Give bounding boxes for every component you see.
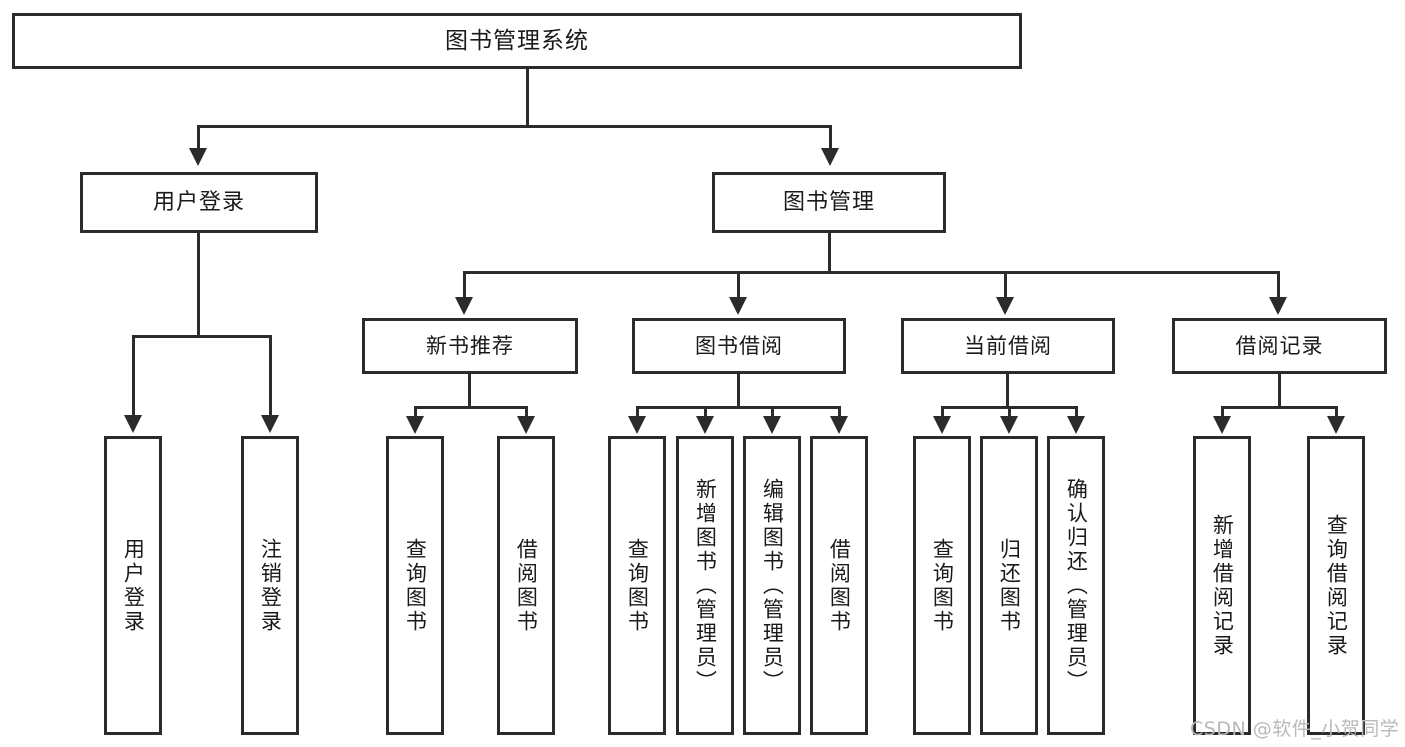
leaf-new-book-recommend-1[interactable]: 借阅图书 <box>497 436 555 735</box>
arrowhead-borrow-leaf-4 <box>830 416 848 434</box>
connector-recommend-drop-2 <box>525 406 528 418</box>
connector-book-mgmt-drop-4 <box>1277 271 1280 299</box>
node-label: 图书借阅 <box>695 333 783 358</box>
node-label: 当前借阅 <box>964 333 1052 358</box>
connector-recommend-stem <box>468 374 471 408</box>
connector-borrow-drop-3 <box>771 406 774 418</box>
connector-record-drop-1 <box>1221 406 1224 418</box>
connector-current-drop-3 <box>1075 406 1078 418</box>
connector-book-mgmt-drop-3 <box>1004 271 1007 299</box>
node-new-book-recommend[interactable]: 新书推荐 <box>362 318 578 374</box>
node-book-borrow[interactable]: 图书借阅 <box>632 318 846 374</box>
arrowhead-borrow-leaf-3 <box>763 416 781 434</box>
connector-current-drop-2 <box>1008 406 1011 418</box>
arrowhead-borrow-leaf-1 <box>628 416 646 434</box>
connector-record-drop-2 <box>1335 406 1338 418</box>
leaf-borrow-record-0[interactable]: 新增借阅记录 <box>1193 436 1251 735</box>
arrowhead-record-leaf-1 <box>1213 416 1231 434</box>
connector-root-to-book-mgmt <box>829 125 832 150</box>
arrowhead-record-leaf-2 <box>1327 416 1345 434</box>
leaf-book-borrow-1[interactable]: 新增图书（管理员） <box>676 436 734 735</box>
arrowhead-recommend-leaf-2 <box>517 416 535 434</box>
connector-recommend-bus <box>414 406 528 409</box>
node-label: 图书管理系统 <box>445 27 589 54</box>
leaf-current-borrow-2[interactable]: 确认归还（管理员） <box>1047 436 1105 735</box>
leaf-current-borrow-1[interactable]: 归还图书 <box>980 436 1038 735</box>
connector-book-mgmt-drop-1 <box>463 271 466 299</box>
node-label: 新书推荐 <box>426 333 514 358</box>
connector-user-login-stem <box>197 233 200 337</box>
node-label: 归还图书 <box>997 537 1022 634</box>
node-label: 查询借阅记录 <box>1324 513 1349 658</box>
leaf-book-borrow-2[interactable]: 编辑图书（管理员） <box>743 436 801 735</box>
leaf-current-borrow-0[interactable]: 查询图书 <box>913 436 971 735</box>
arrowhead-current-leaf-2 <box>1000 416 1018 434</box>
arrowhead-user-login-leaf-2 <box>261 415 279 433</box>
arrowhead-level3-1 <box>455 297 473 315</box>
arrowhead-level3-4 <box>1269 297 1287 315</box>
leaf-new-book-recommend-0[interactable]: 查询图书 <box>386 436 444 735</box>
node-current-borrow[interactable]: 当前借阅 <box>901 318 1115 374</box>
arrowhead-current-leaf-3 <box>1067 416 1085 434</box>
node-label: 用户登录 <box>121 537 146 634</box>
connector-book-mgmt-stem <box>828 233 831 273</box>
node-label: 用户登录 <box>152 189 245 215</box>
connector-current-stem <box>1006 374 1009 408</box>
node-label: 查询图书 <box>403 537 428 634</box>
connector-borrow-bus <box>636 406 841 409</box>
leaf-borrow-record-1[interactable]: 查询借阅记录 <box>1307 436 1365 735</box>
arrowhead-to-user-login <box>189 148 207 166</box>
connector-user-login-bus <box>132 335 272 338</box>
node-label: 查询图书 <box>930 537 955 634</box>
leaf-book-borrow-3[interactable]: 借阅图书 <box>810 436 868 735</box>
arrowhead-current-leaf-1 <box>933 416 951 434</box>
leaf-user-login-1[interactable]: 注销登录 <box>241 436 299 735</box>
connector-book-mgmt-drop-2 <box>737 271 740 299</box>
leaf-user-login-0[interactable]: 用户登录 <box>104 436 162 735</box>
connector-borrow-drop-2 <box>704 406 707 418</box>
arrowhead-to-book-mgmt <box>821 148 839 166</box>
connector-record-bus <box>1221 406 1338 409</box>
connector-user-login-drop-2 <box>269 335 272 417</box>
connector-user-login-drop-1 <box>132 335 135 417</box>
arrowhead-user-login-leaf-1 <box>124 415 142 433</box>
node-label: 查询图书 <box>625 537 650 634</box>
node-label: 新增借阅记录 <box>1210 513 1235 658</box>
connector-borrow-drop-4 <box>838 406 841 418</box>
node-label: 确认归还（管理员） <box>1064 477 1089 694</box>
node-label: 新增图书（管理员） <box>693 477 718 694</box>
node-label: 图书管理 <box>782 189 875 215</box>
node-borrow-record[interactable]: 借阅记录 <box>1172 318 1387 374</box>
connector-record-stem <box>1278 374 1281 408</box>
connector-root-to-user-login <box>197 125 200 150</box>
connector-root-stem <box>526 69 529 127</box>
node-user-login[interactable]: 用户登录 <box>80 172 318 233</box>
csdn-watermark: CSDN @软件_小贺同学 <box>1190 718 1400 740</box>
node-label: 注销登录 <box>258 537 283 634</box>
connector-book-mgmt-bus <box>463 271 1280 274</box>
node-label: 编辑图书（管理员） <box>760 477 785 694</box>
arrowhead-borrow-leaf-2 <box>696 416 714 434</box>
node-label: 借阅记录 <box>1235 333 1324 358</box>
connector-current-drop-1 <box>941 406 944 418</box>
node-label: 借阅图书 <box>514 537 539 634</box>
connector-root-bus <box>197 125 832 128</box>
connector-borrow-drop-1 <box>636 406 639 418</box>
leaf-book-borrow-0[interactable]: 查询图书 <box>608 436 666 735</box>
connector-recommend-drop-1 <box>414 406 417 418</box>
node-root-system[interactable]: 图书管理系统 <box>12 13 1022 69</box>
connector-borrow-stem <box>737 374 740 408</box>
node-book-management[interactable]: 图书管理 <box>712 172 946 233</box>
arrowhead-level3-3 <box>996 297 1014 315</box>
arrowhead-recommend-leaf-1 <box>406 416 424 434</box>
node-label: 借阅图书 <box>827 537 852 634</box>
arrowhead-level3-2 <box>729 297 747 315</box>
